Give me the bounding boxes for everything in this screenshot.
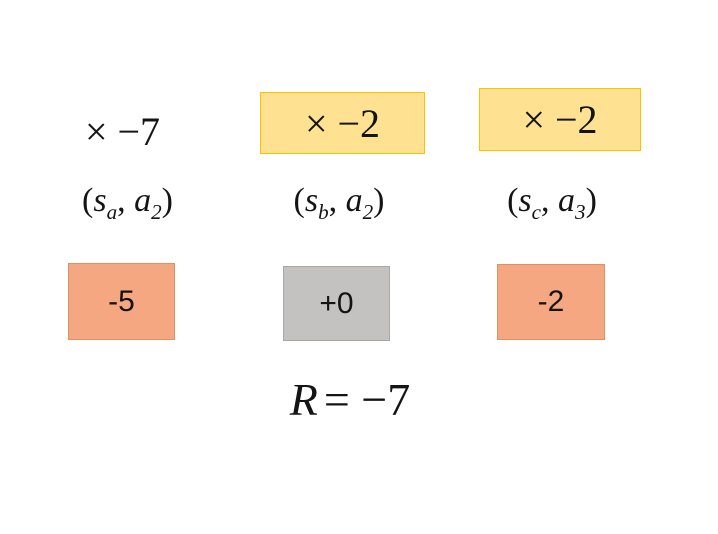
state-symbol-2: s bbox=[304, 182, 319, 219]
action-subscript-2: 2 bbox=[362, 199, 374, 224]
action-symbol-2: a bbox=[345, 182, 363, 219]
multiplier-box-2: × −2 bbox=[260, 92, 425, 154]
reward-box-1: -5 bbox=[68, 263, 175, 340]
paren-close-2: ) bbox=[373, 182, 385, 219]
pair-comma-2: , bbox=[328, 182, 346, 219]
result-value: = −7 bbox=[323, 373, 411, 425]
reward-value-1: -5 bbox=[108, 284, 135, 318]
result-variable: R bbox=[289, 373, 318, 425]
paren-open-2: ( bbox=[293, 182, 305, 219]
multiplier-text-2: × −2 bbox=[304, 100, 381, 146]
state-symbol-1: s bbox=[93, 182, 107, 219]
action-symbol-1: a bbox=[134, 182, 152, 219]
action-subscript-3: 3 bbox=[575, 199, 586, 224]
state-symbol-3: s bbox=[518, 182, 532, 219]
reward-value-2: +0 bbox=[319, 286, 354, 320]
action-subscript-1: 2 bbox=[151, 199, 162, 224]
state-action-pair-1: (sa, a2) bbox=[45, 182, 210, 222]
action-symbol-3: a bbox=[558, 182, 576, 219]
multiplier-text-3: × −2 bbox=[522, 97, 598, 142]
paren-open-3: ( bbox=[507, 182, 519, 219]
paren-close-3: ) bbox=[585, 182, 597, 219]
paren-close-1: ) bbox=[161, 182, 173, 219]
reward-box-2: +0 bbox=[283, 266, 390, 341]
pair-comma-3: , bbox=[541, 182, 559, 219]
state-subscript-1: a bbox=[106, 199, 118, 224]
state-action-pair-3: (sc, a3) bbox=[468, 182, 636, 222]
multiplier-label-1: × −7 bbox=[50, 104, 195, 158]
pair-comma-1: , bbox=[117, 182, 135, 219]
state-subscript-3: c bbox=[531, 199, 542, 224]
reward-value-3: -2 bbox=[537, 285, 565, 318]
state-subscript-2: b bbox=[318, 199, 329, 224]
multiplier-box-3: × −2 bbox=[479, 88, 641, 151]
state-action-pair-2: (sb, a2) bbox=[255, 182, 423, 222]
multiplier-text-1: × −7 bbox=[84, 108, 161, 154]
result-equation: R = −7 bbox=[235, 368, 465, 430]
paren-open-1: ( bbox=[82, 182, 94, 219]
reward-box-3: -2 bbox=[497, 264, 605, 340]
